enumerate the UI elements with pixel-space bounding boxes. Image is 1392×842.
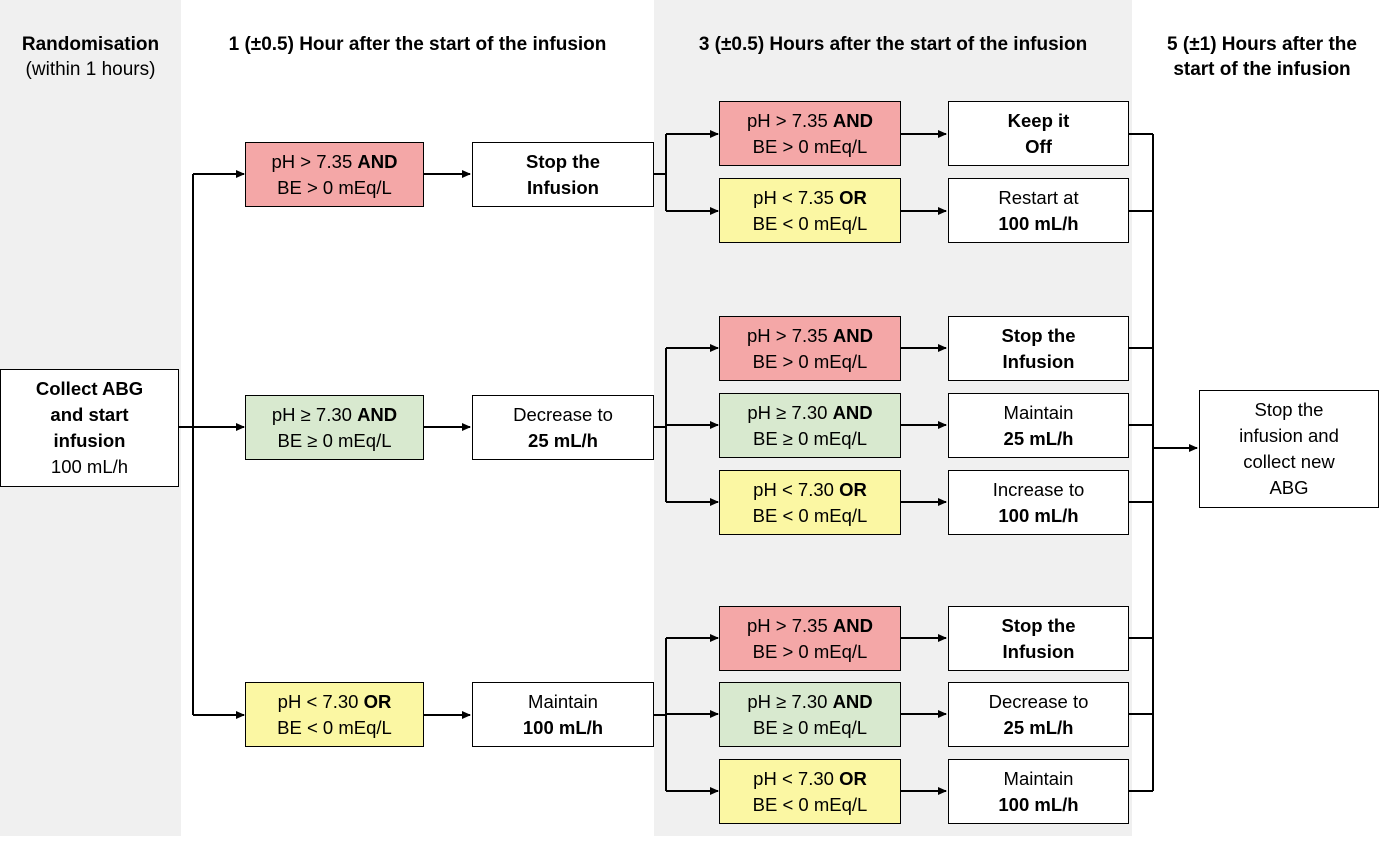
start-line3: infusion (53, 430, 126, 451)
header-5h-line2: start of the infusion (1173, 59, 1351, 80)
action-restart-100: Restart at 100 mL/h (948, 178, 1129, 243)
action-stop-infusion-3: Stop the Infusion (948, 606, 1129, 671)
action-keep-off: Keep it Off (948, 101, 1129, 166)
start-line2: and start (50, 404, 129, 425)
condition-box-high: pH > 7.35 AND BE > 0 mEq/L (245, 142, 424, 207)
condition-box-g3-high: pH > 7.35 AND BE > 0 mEq/L (719, 606, 901, 671)
action-stop-infusion-2: Stop the Infusion (948, 316, 1129, 381)
action-maintain-25: Maintain 25 mL/h (948, 393, 1129, 458)
header-5h: 5 (±1) Hours after the start of the infu… (1132, 32, 1392, 82)
header-randomisation: Randomisation (within 1 hours) (0, 32, 181, 82)
action-maintain-100-2: Maintain 100 mL/h (948, 759, 1129, 824)
header-1h: 1 (±0.5) Hour after the start of the inf… (181, 32, 654, 57)
header-1h-title: 1 (±0.5) Hour after the start of the inf… (228, 34, 607, 55)
condition-box-g1-low: pH < 7.35 OR BE < 0 mEq/L (719, 178, 901, 243)
start-line1: Collect ABG (35, 378, 144, 399)
header-randomisation-title: Randomisation (21, 34, 160, 55)
header-3h: 3 (±0.5) Hours after the start of the in… (654, 32, 1132, 57)
action-maintain-100: Maintain 100 mL/h (472, 682, 654, 747)
action-decrease-25-2: Decrease to 25 mL/h (948, 682, 1129, 747)
condition-box-mid: pH ≥ 7.30 AND BE ≥ 0 mEq/L (245, 395, 424, 460)
action-increase-100: Increase to 100 mL/h (948, 470, 1129, 535)
condition-box-g2-high: pH > 7.35 AND BE > 0 mEq/L (719, 316, 901, 381)
action-decrease-25: Decrease to 25 mL/h (472, 395, 654, 460)
condition-box-g1-high: pH > 7.35 AND BE > 0 mEq/L (719, 101, 901, 166)
header-3h-title: 3 (±0.5) Hours after the start of the in… (698, 34, 1088, 55)
header-5h-line1: 5 (±1) Hours after the (1167, 34, 1357, 55)
start-line4: 100 mL/h (50, 456, 129, 477)
condition-box-g3-low: pH < 7.30 OR BE < 0 mEq/L (719, 759, 901, 824)
final-box: Stop the infusion and collect new ABG (1199, 390, 1379, 508)
condition-box-g2-low: pH < 7.30 OR BE < 0 mEq/L (719, 470, 901, 535)
condition-box-g3-mid: pH ≥ 7.30 AND BE ≥ 0 mEq/L (719, 682, 901, 747)
header-randomisation-sub: (within 1 hours) (25, 59, 156, 80)
condition-box-low: pH < 7.30 OR BE < 0 mEq/L (245, 682, 424, 747)
condition-box-g2-mid: pH ≥ 7.30 AND BE ≥ 0 mEq/L (719, 393, 901, 458)
start-box: Collect ABG and start infusion 100 mL/h (0, 369, 179, 487)
action-stop-infusion: Stop the Infusion (472, 142, 654, 207)
